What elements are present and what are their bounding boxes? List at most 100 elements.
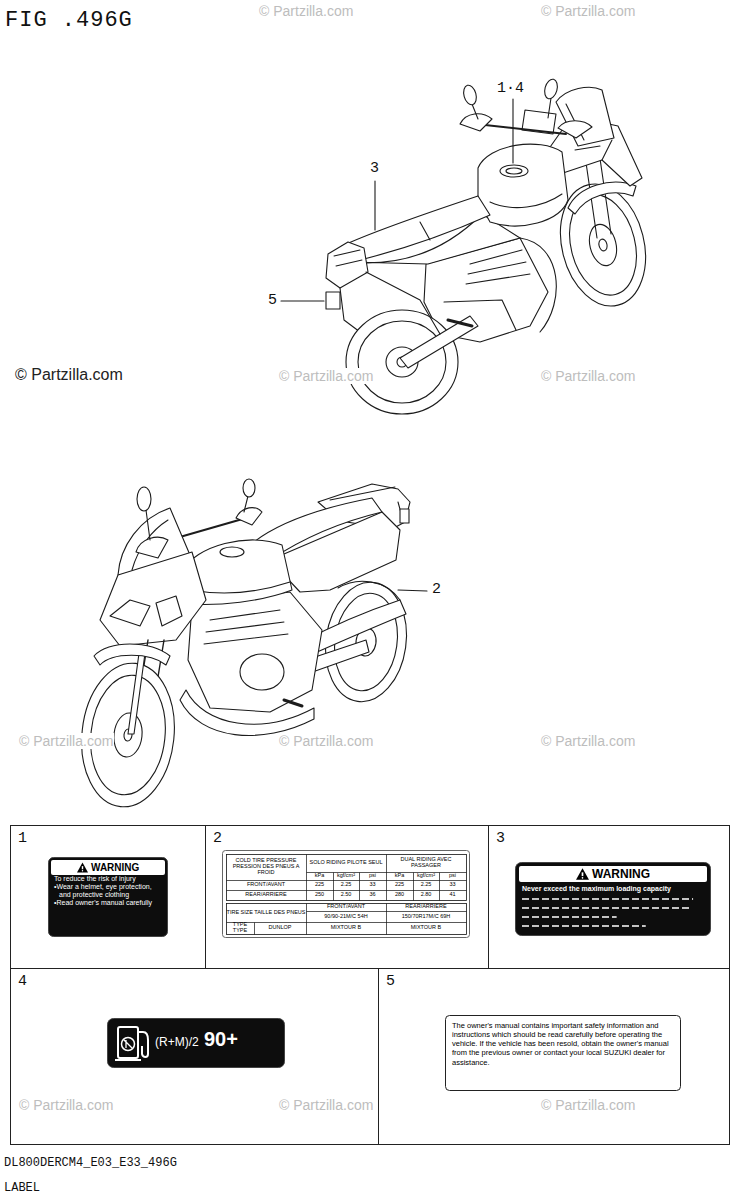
label-text: Never exceed the maximum loading capacit… bbox=[522, 885, 704, 893]
header-band bbox=[519, 866, 707, 882]
motorcycle-illustration bbox=[100, 552, 206, 646]
fuel-pump-icon bbox=[115, 1059, 141, 1061]
fuel-pump-icon bbox=[138, 1032, 148, 1057]
table-cell: FRONT/AVANT bbox=[226, 880, 306, 890]
warning-label: WARNING Never exceed the maximum loading … bbox=[515, 862, 711, 936]
table-cell: psi bbox=[359, 872, 386, 880]
motorcycle-illustration bbox=[137, 487, 151, 511]
table-cell: DUAL RIDING AVEC PASSAGER bbox=[386, 854, 466, 872]
motorcycle-illustration bbox=[236, 508, 262, 525]
table-rule bbox=[227, 890, 467, 891]
label-ground bbox=[108, 1019, 285, 1068]
callout-number: 5 bbox=[386, 974, 395, 991]
table-cell: 2.25 bbox=[333, 880, 359, 890]
label-text: •Read owner's manual carefully bbox=[54, 899, 162, 907]
warning-mark bbox=[582, 877, 584, 879]
table-cell: kgf/cm² bbox=[413, 872, 439, 880]
motorcycle-illustration bbox=[188, 592, 322, 712]
motorcycle-illustration bbox=[243, 479, 255, 497]
fuel-pump-icon bbox=[124, 1040, 132, 1048]
table-cell: 41 bbox=[439, 890, 466, 900]
octane-number: 90+ bbox=[204, 1029, 238, 1049]
motorcycle-illustration bbox=[478, 144, 568, 226]
table-cell: 225 bbox=[386, 880, 413, 890]
motorcycle-illustration bbox=[220, 547, 244, 557]
table-rule bbox=[227, 922, 467, 923]
motorcycle-illustration bbox=[146, 510, 150, 540]
motorcycle-illustration bbox=[112, 712, 144, 759]
motorcycle-illustration bbox=[420, 222, 430, 240]
table-cell: SOLO RIDING PILOTE SEUL bbox=[306, 854, 386, 872]
table-frame bbox=[227, 855, 467, 901]
watermark: © Partzilla.com bbox=[258, 3, 354, 19]
motorcycle-illustration bbox=[476, 124, 566, 134]
motorcycle-illustration bbox=[338, 581, 400, 600]
warning-label: WARNINGTo reduce the risk of injury•Wear… bbox=[48, 857, 168, 937]
watermark: © Partzilla.com bbox=[18, 1097, 114, 1113]
table-rule bbox=[306, 904, 307, 935]
motorcycle-illustration bbox=[568, 182, 636, 214]
table-cell: MIXTOUR B bbox=[386, 922, 466, 934]
table-cell: kPa bbox=[386, 872, 413, 880]
leader-line bbox=[281, 99, 513, 591]
motorcycle-illustration bbox=[180, 690, 314, 736]
motorcycle-illustration bbox=[94, 644, 170, 665]
motorcycle-illustration bbox=[506, 168, 522, 174]
table-cell: 90/90-21M/C 54H bbox=[306, 911, 386, 922]
table-frame bbox=[227, 904, 467, 935]
warning-triangle bbox=[576, 868, 589, 880]
motorcycle-illustration bbox=[244, 496, 248, 512]
table-cell: 250 bbox=[306, 890, 333, 900]
placeholder-text bbox=[522, 907, 689, 909]
motorcycle-illustration bbox=[75, 479, 414, 811]
watermark: © Partzilla.com bbox=[540, 733, 636, 749]
motorcycle-illustration bbox=[340, 288, 360, 332]
label-text: The owner's manual contains important sa… bbox=[452, 1021, 674, 1067]
label-ground bbox=[446, 1016, 681, 1091]
label-heading: WARNING bbox=[592, 866, 650, 882]
motorcycle-illustration bbox=[326, 242, 368, 288]
motorcycle-illustration bbox=[190, 582, 290, 593]
motorcycle-illustration bbox=[366, 272, 440, 334]
label-text: To reduce the risk of injury bbox=[54, 875, 162, 883]
tire-pressure-label: COLD TIRE PRESSURE PRESSION DES PNEUS A … bbox=[222, 850, 470, 938]
placeholder-text bbox=[522, 898, 693, 900]
placeholder-text bbox=[522, 916, 617, 918]
table-cell: MIXTOUR B bbox=[306, 922, 386, 934]
octane-formula: (R+M)/2 bbox=[155, 1036, 199, 1048]
warning-mark bbox=[82, 870, 83, 871]
header-band bbox=[51, 860, 165, 875]
watermark: © Partzilla.com bbox=[14, 366, 124, 384]
motorcycle-illustration bbox=[520, 238, 556, 332]
placeholder-text bbox=[522, 925, 646, 927]
watermark: © Partzilla.com bbox=[278, 1097, 374, 1113]
table-cell: TYPE TYPE bbox=[226, 922, 254, 934]
table-cell: FRONT/AVANT bbox=[306, 903, 386, 911]
watermark: © Partzilla.com bbox=[540, 368, 636, 384]
motorcycle-illustration bbox=[556, 87, 614, 146]
figure-title: FIG .496G bbox=[5, 8, 133, 34]
table-rule bbox=[227, 880, 467, 881]
table-rule bbox=[386, 855, 387, 901]
callout-number: 3 bbox=[369, 160, 380, 177]
label-heading: WARNING bbox=[91, 860, 139, 875]
motorcycle-illustration bbox=[136, 537, 168, 558]
callout-number: 4 bbox=[18, 974, 27, 991]
table-cell: kPa bbox=[306, 872, 333, 880]
motorcycle-illustration bbox=[448, 320, 472, 326]
motorcycle-illustration bbox=[128, 646, 146, 734]
motorcycle-illustration bbox=[543, 78, 560, 100]
table-rule bbox=[254, 923, 255, 935]
table-cell: 3WARNING Never exceed the maximum loading… bbox=[488, 825, 730, 969]
label-ground bbox=[516, 863, 711, 936]
motorcycle-illustration bbox=[326, 78, 658, 414]
table-rule bbox=[386, 904, 387, 935]
group-name: LABEL bbox=[3, 1182, 41, 1196]
motorcycle-illustration bbox=[110, 596, 182, 626]
callout-number: 3 bbox=[496, 831, 505, 848]
motorcycle-illustration bbox=[462, 84, 479, 106]
diagram-code: DL800DERCM4_E03_E33_496G bbox=[3, 1157, 178, 1171]
motorcycle-illustration bbox=[500, 165, 528, 177]
table-cell: 33 bbox=[439, 880, 466, 890]
